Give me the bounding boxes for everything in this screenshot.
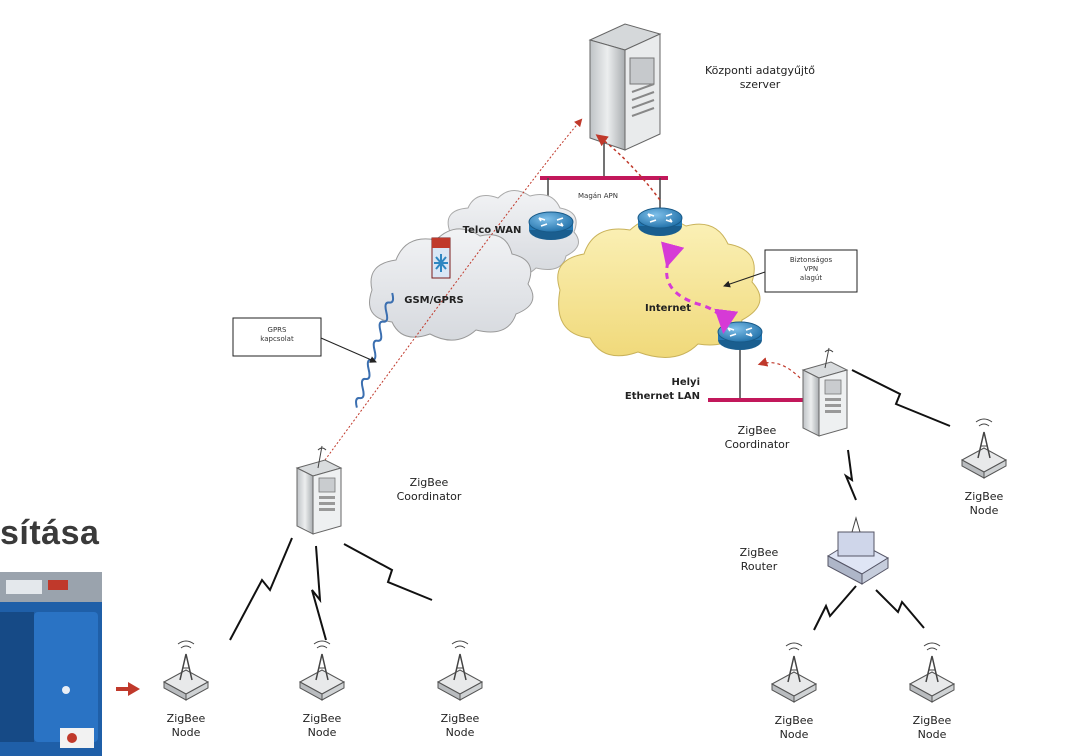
gprs-wave-icon [355, 292, 395, 408]
vpn-note-box [764, 249, 858, 293]
zigbee-node-icon [771, 642, 817, 703]
node-label: ZigBee Node [964, 490, 1004, 517]
coordinator-right-icon [802, 361, 848, 437]
data-path-right [757, 357, 801, 379]
vpn-note-text: Biztonságos VPN alagút [789, 256, 833, 282]
zigbee-router-icon [826, 516, 890, 585]
private-apn-label: Magán APN [578, 192, 618, 200]
router-local-icon [717, 321, 763, 351]
gsm-base-station-icon [431, 237, 451, 279]
node-label: ZigBee Node [440, 712, 480, 739]
zigbee-node-icon [163, 640, 209, 701]
central-server-label: Központi adatgyűjtő szerver [704, 64, 816, 91]
lightning-link-icon [229, 369, 951, 641]
telco-wan-label: Telco WAN [462, 225, 522, 236]
router-telco-icon [528, 211, 574, 241]
node-label: ZigBee Node [774, 714, 814, 741]
zigbee-node-icon [961, 418, 1007, 479]
arrow-right-icon [116, 682, 140, 696]
coordinator-left-icon [296, 459, 342, 535]
router-label: ZigBee Router [739, 546, 779, 573]
local-lan-label: Helyi Ethernet LAN [624, 377, 700, 402]
slide-title-fragment: sítása [0, 514, 100, 552]
node-label: ZigBee Node [912, 714, 952, 741]
gsm-gprs-label: GSM/GPRS [404, 295, 464, 306]
gsm-gprs-cloud-icon [369, 228, 534, 341]
coordinator-left-label: ZigBee Coordinator [396, 476, 462, 503]
gprs-note-box [232, 317, 322, 357]
gprs-note-text: GPRS kapcsolat [260, 326, 294, 343]
node-label: ZigBee Node [166, 712, 206, 739]
router-apn-icon [637, 207, 683, 237]
coordinator-right-label: ZigBee Coordinator [724, 424, 790, 451]
central-server-icon [588, 23, 662, 151]
data-path-left [324, 118, 583, 461]
zigbee-node-icon [299, 640, 345, 701]
zigbee-node-icon [909, 642, 955, 703]
node-label: ZigBee Node [302, 712, 342, 739]
internet-label: Internet [644, 303, 691, 314]
zigbee-node-icon [437, 640, 483, 701]
meter-device-icon [0, 572, 102, 756]
vpn-tunnel-arrow [661, 241, 739, 334]
